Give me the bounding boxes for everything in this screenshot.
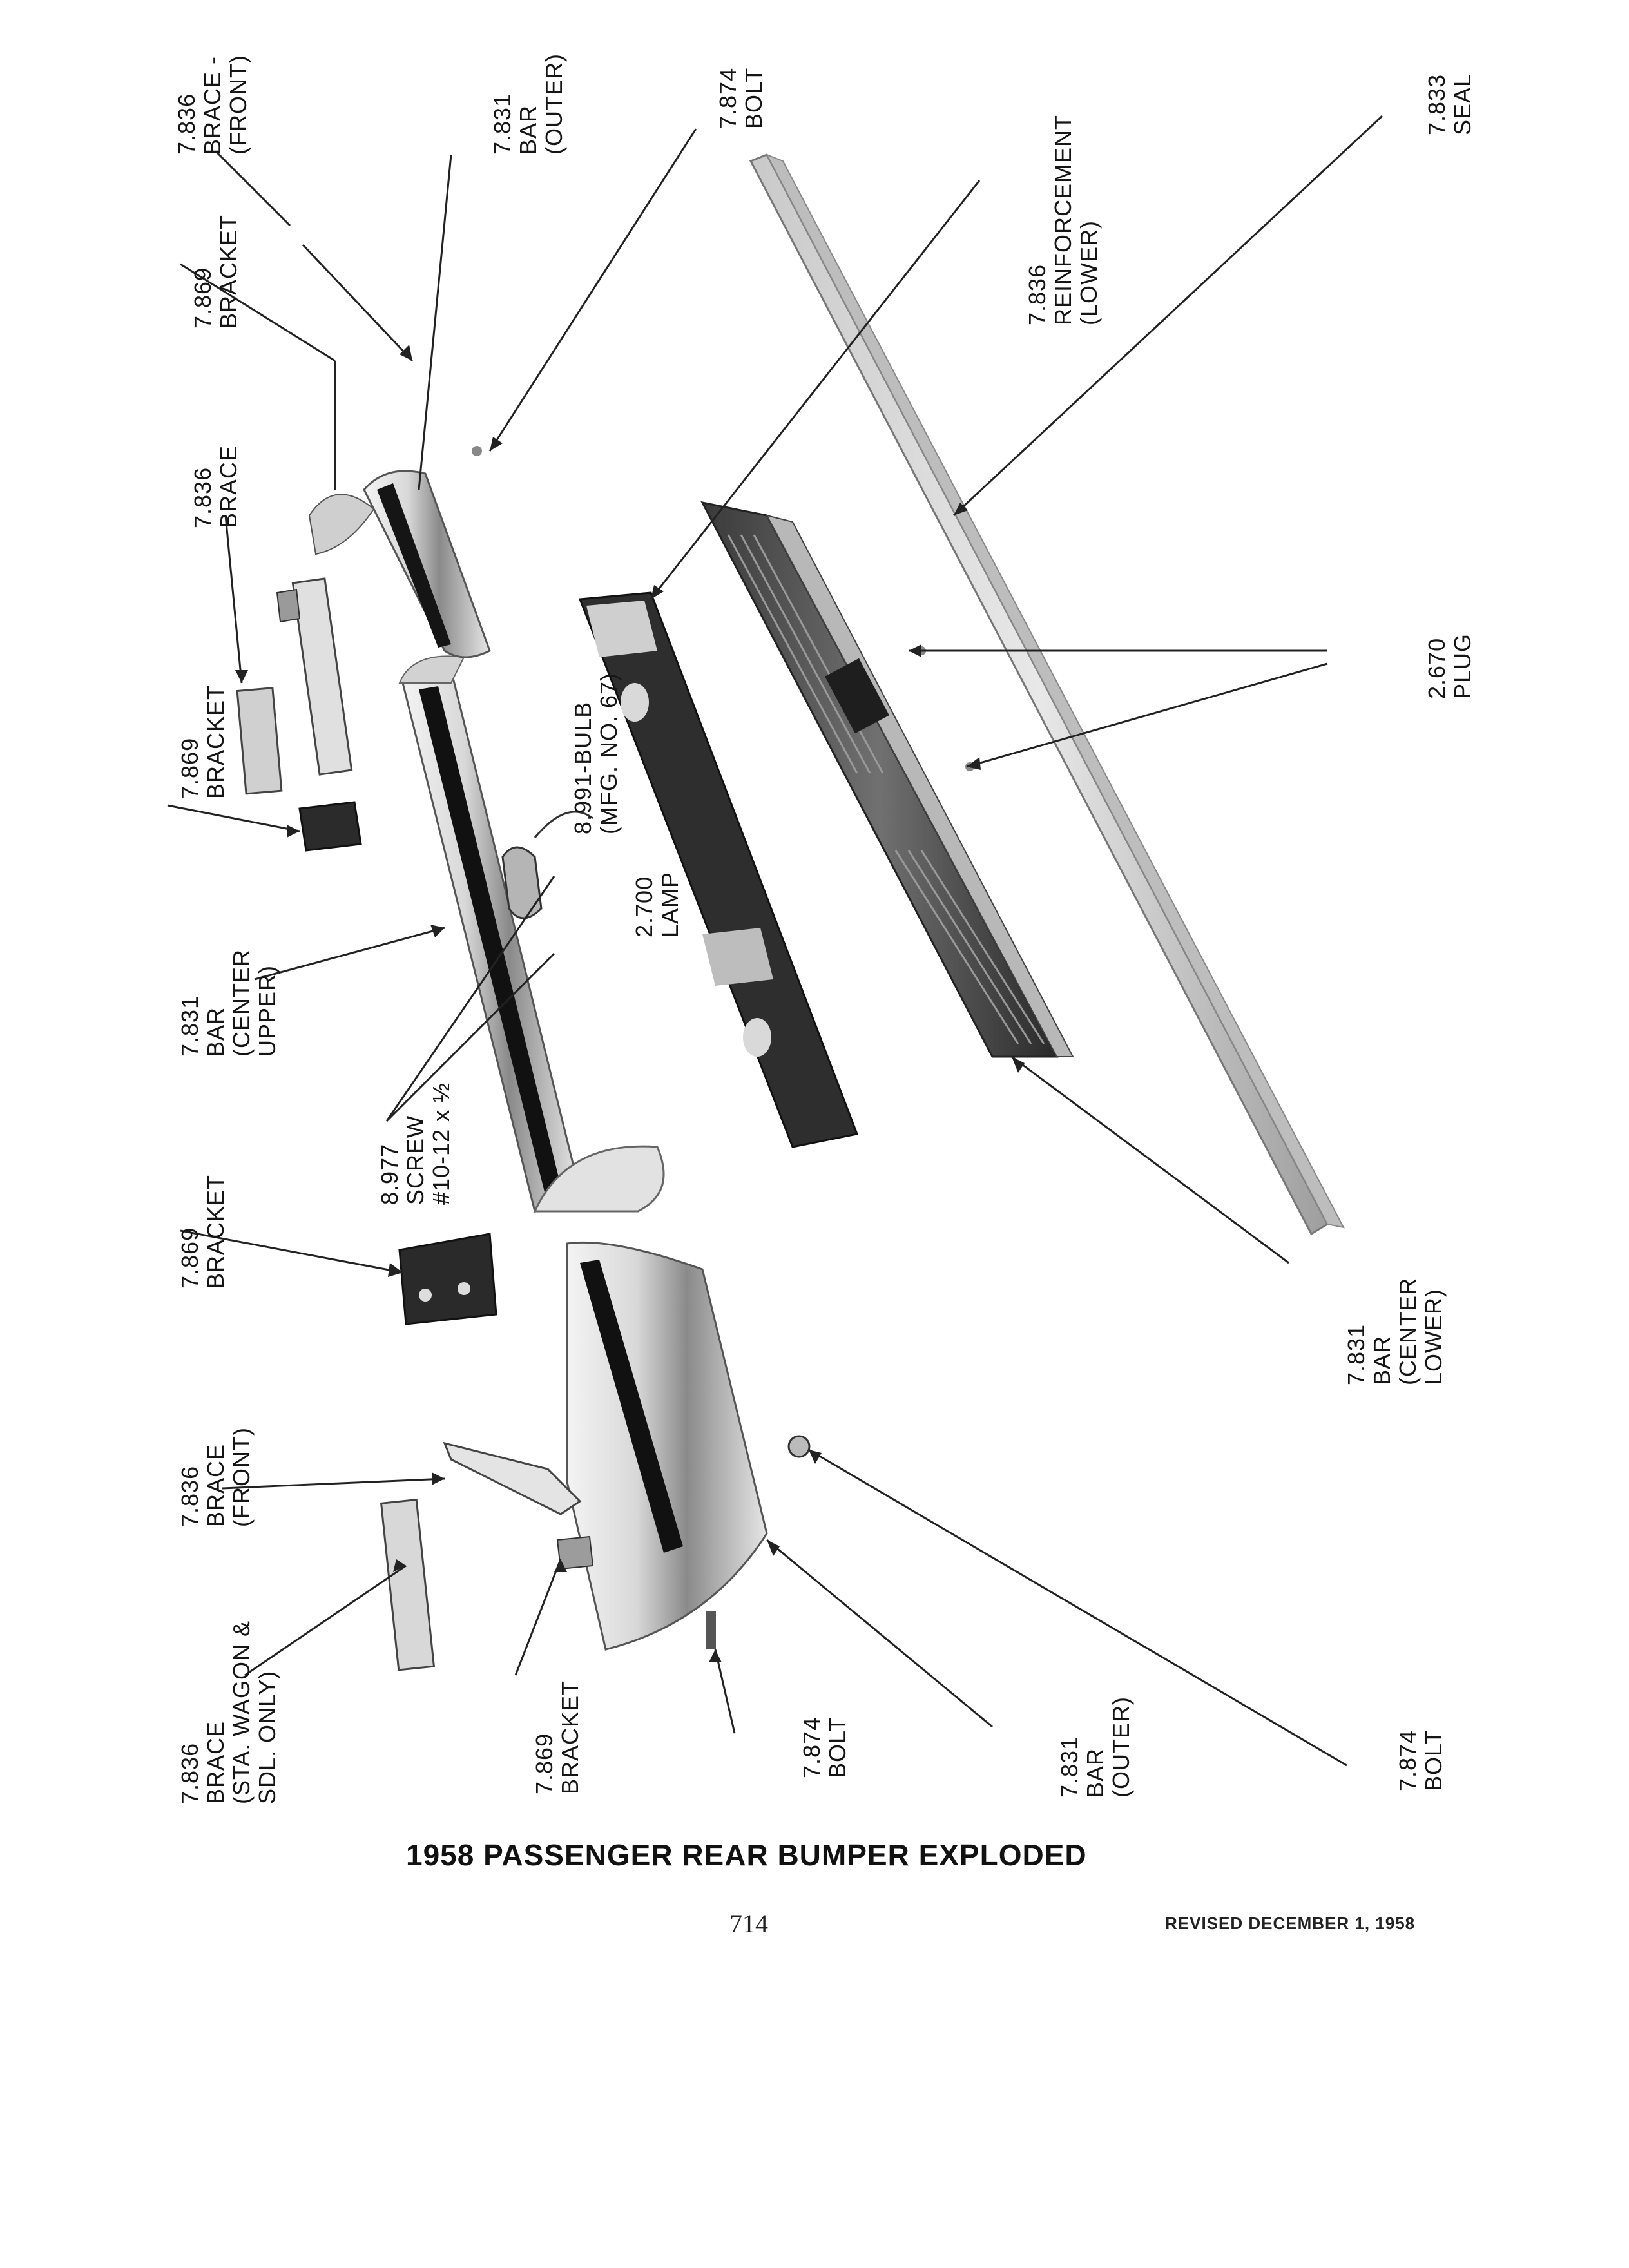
outer-bar-bottom-part [566, 1241, 768, 1651]
seal-part [749, 153, 1345, 1236]
reinforcement-lower-part [578, 591, 859, 1148]
arrowheads [235, 345, 1025, 1662]
leader-lines [167, 115, 1383, 1767]
page-number: 714 [729, 1909, 768, 1938]
revision-note: REVISED DECEMBER 1, 1958 [1165, 1914, 1416, 1933]
center-upper-bar-part [398, 655, 665, 1213]
outer-bar-top-part [308, 470, 491, 658]
figure-caption: 1958 PASSENGER REAR BUMPER EXPLODED [406, 1838, 1087, 1872]
small-parts [236, 446, 974, 1671]
center-lower-bar-part [700, 501, 1074, 1058]
label-bulb: 8.991-BULB(MFG. NO. 67) [570, 672, 622, 834]
